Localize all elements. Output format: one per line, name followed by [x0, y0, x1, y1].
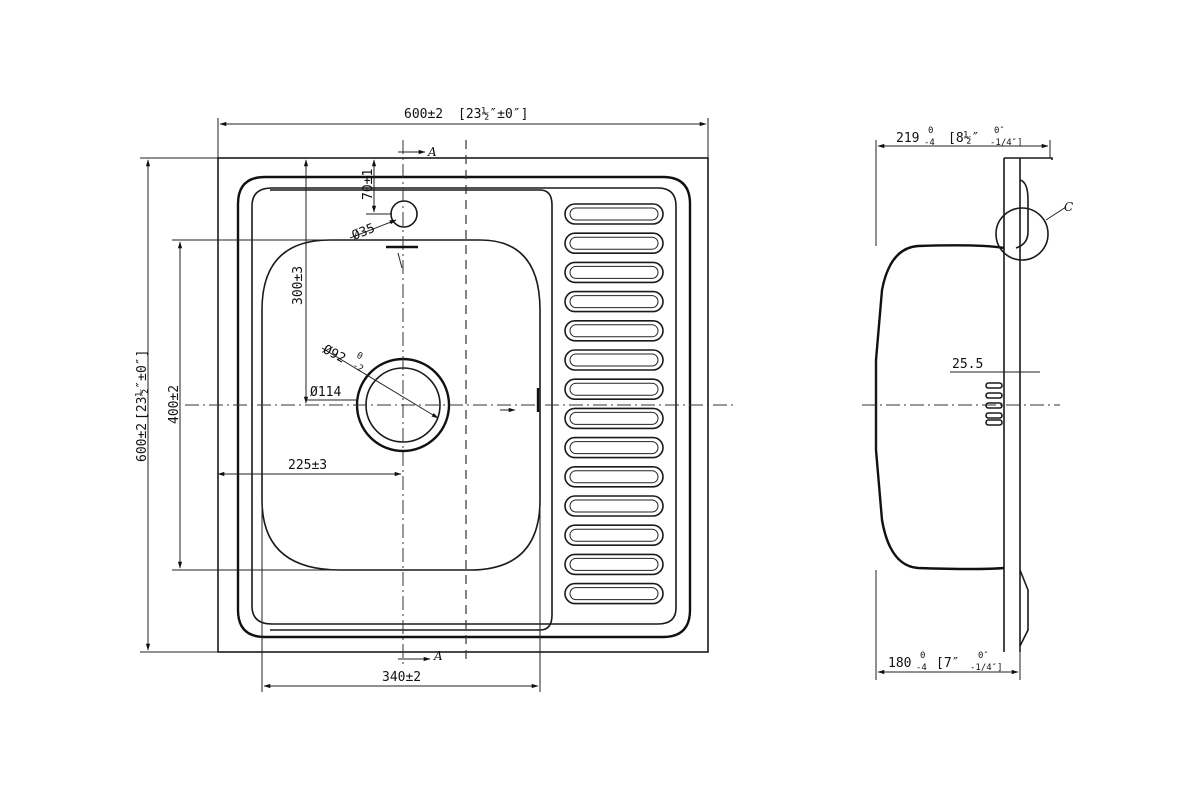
- top-width-tol-lower: -4: [924, 138, 935, 148]
- drainer-groove: [564, 582, 664, 605]
- section-label-top: A: [427, 145, 437, 159]
- bowl-width-label: 340±2: [382, 670, 421, 685]
- drainer-groove: [564, 553, 664, 576]
- bottom-width-imp-tol-lower: -1/4″]: [970, 663, 1003, 673]
- drainer-divider: [270, 189, 553, 631]
- drainer-groove-inner: [569, 411, 659, 425]
- drain-inner-label: Ø92: [320, 342, 348, 366]
- drainer-groove: [564, 524, 664, 547]
- drainer-groove-inner: [569, 499, 659, 513]
- side-view: C 25.5 219 0 -4 [8½″ 0″ -1/4″] 180 0 -4 …: [862, 126, 1073, 680]
- drainer-groove: [564, 495, 664, 517]
- drainer-groove-inner: [569, 295, 659, 309]
- drainer-groove: [564, 319, 664, 342]
- detail-label: C: [1064, 200, 1073, 214]
- drainer-groove: [564, 378, 664, 401]
- overflow-slots: [985, 382, 1003, 426]
- top-width-tol-upper: 0: [928, 126, 933, 136]
- drainer-groove-inner: [569, 470, 659, 484]
- drainer-groove-inner: [569, 265, 659, 279]
- drainer-groove: [564, 261, 664, 284]
- faucet-offset-label: 70±1: [361, 169, 376, 200]
- bowl-height-label: 400±2: [167, 385, 182, 424]
- drainer-groove-inner: [569, 441, 659, 455]
- drainer-groove: [564, 203, 664, 225]
- top-width-imperial: [8½″: [948, 131, 979, 146]
- drainer-groove-inner: [569, 528, 659, 542]
- drainer-groove: [564, 232, 664, 254]
- sink-inner-rim: [236, 175, 692, 639]
- top-view: A A 600±2 [23½″±0″] 600±2 [23½″±0″] 400±…: [135, 107, 735, 692]
- bottom-width-tol-upper: 0: [920, 651, 925, 661]
- overall-width-imperial: [23½″±0″]: [458, 107, 528, 122]
- overall-height-label: 600±2: [135, 423, 150, 462]
- drain-offset-label: 225±3: [288, 458, 327, 473]
- top-width-imp-tol-lower: -1/4″]: [990, 138, 1023, 148]
- bowl-top-label: 300±3: [291, 266, 306, 305]
- faucet-hole: [390, 200, 418, 228]
- drain-tol-lower: -2: [351, 361, 365, 375]
- top-width-imp-tol-upper: 0″: [994, 126, 1005, 136]
- top-width-label: 219: [896, 131, 919, 146]
- drainer-groove: [564, 290, 664, 313]
- drainer-groove-inner: [569, 353, 659, 367]
- overall-height-imperial: [23½″±0″]: [135, 350, 150, 420]
- overall-width-label: 600±2: [404, 107, 443, 122]
- bottom-width-tol-lower: -4: [916, 663, 927, 673]
- overflow-symbol: [386, 245, 540, 413]
- bottom-width-imp-tol-upper: 0″: [978, 651, 989, 661]
- drainer-groove: [564, 465, 664, 488]
- drain-tol-upper: 0: [355, 351, 364, 362]
- section-label-bottom: A: [433, 649, 443, 663]
- side-bowl-profile: [874, 244, 1005, 571]
- bottom-width-imperial: [7″: [936, 656, 959, 671]
- overflow-dim-label: 25.5: [952, 357, 983, 372]
- bottom-width-label: 180: [888, 656, 911, 671]
- drainer-groove: [564, 436, 664, 459]
- drainer-groove-inner: [569, 382, 659, 396]
- drainer-groove-inner: [569, 236, 659, 250]
- drain-outer-label: Ø114: [310, 385, 341, 400]
- drainer-groove-inner: [569, 207, 659, 221]
- drainer-groove: [564, 349, 664, 371]
- drainer-groove-inner: [569, 557, 659, 571]
- drainer-grooves: [564, 203, 664, 605]
- drainer-groove-inner: [569, 587, 659, 601]
- sink-inner-rim-2: [251, 187, 677, 625]
- detail-circle: [995, 207, 1049, 261]
- drainer-groove-inner: [569, 324, 659, 338]
- bowl-outline: [261, 239, 541, 571]
- drainer-groove: [564, 407, 664, 430]
